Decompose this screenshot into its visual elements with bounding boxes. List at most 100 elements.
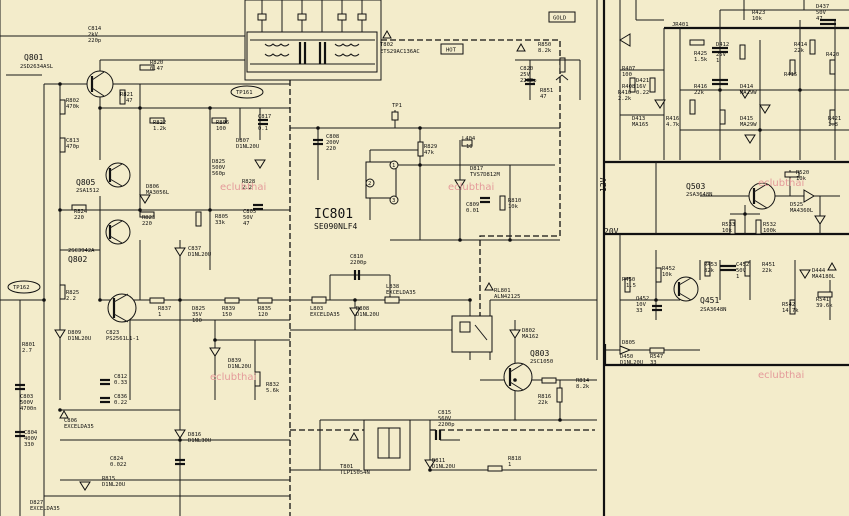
- r839-val: 150: [222, 312, 232, 318]
- d809-ref: D809: [68, 330, 81, 336]
- r541-ref: R541: [816, 297, 829, 303]
- r532-ref: R532: [763, 222, 776, 228]
- r839-ref: R839: [222, 306, 235, 312]
- l404-ref: L404: [462, 136, 476, 142]
- right-top-wiring: [619, 0, 849, 160]
- r416b-ref: R416: [666, 116, 679, 122]
- q503-part: 2SA3648N: [686, 192, 713, 198]
- right-mid-wiring: [655, 162, 840, 235]
- r801-ref: R801: [22, 342, 35, 348]
- d421-v: 16V: [636, 84, 647, 90]
- c836-val: 0.22: [114, 400, 127, 406]
- r806-val: 100: [216, 126, 226, 132]
- r815-part: D1NL20U: [102, 482, 125, 488]
- r815-ref: R815: [102, 476, 115, 482]
- watermark: eclubthai: [448, 182, 494, 193]
- r520-val: 10k: [796, 176, 807, 182]
- c824-val: 0.022: [110, 462, 127, 468]
- l838-ref: L838: [386, 284, 399, 290]
- r805-ref: R805: [215, 214, 228, 220]
- d413-part: MA165: [632, 122, 649, 128]
- r810-val: 10k: [508, 204, 519, 210]
- r818-ref: R818: [508, 456, 521, 462]
- c808-v: 200V: [326, 140, 340, 146]
- c820-val: 2200p: [520, 78, 537, 84]
- d805-ref: D805: [622, 340, 635, 346]
- q802-ref: Q802: [68, 255, 87, 264]
- d414-ref: D414: [740, 84, 754, 90]
- r851-ref: R851: [540, 88, 553, 94]
- t802-part: ETS29AC136AC: [380, 49, 420, 55]
- r541-val: 39.6k: [816, 303, 833, 309]
- c820-v: 25V: [520, 72, 531, 78]
- r421-ref: R421: [828, 116, 841, 122]
- r802-val: 470k: [66, 104, 80, 110]
- r452-ref: R452: [662, 266, 675, 272]
- r832-val: 5.6k: [266, 388, 280, 394]
- r532-val: 100k: [763, 228, 777, 234]
- c812-ref: C812: [114, 374, 127, 380]
- r805-val: 33k: [215, 220, 226, 226]
- r835-ref: R835: [258, 306, 271, 312]
- r816-val: 22k: [538, 400, 549, 406]
- tp1-label: TP1: [392, 103, 402, 109]
- q452-val: 33: [636, 308, 643, 314]
- c804-ref: C804: [24, 430, 38, 436]
- l803-ref: L803: [310, 306, 323, 312]
- c837-part: D1NL20U: [188, 252, 211, 258]
- c817-ref: C817: [258, 114, 271, 120]
- c812-val: 0.33: [114, 380, 127, 386]
- d811-part: D1NL20U: [432, 464, 455, 470]
- t802-ref: T802: [380, 42, 393, 48]
- ic801-chip: 1 2 3: [365, 160, 399, 205]
- q802-transistor: [105, 219, 131, 245]
- ic801-pin-1: 1: [392, 163, 395, 169]
- watermark: eclubthai: [758, 178, 804, 189]
- d816-part: D1NL30U: [188, 438, 211, 444]
- r824-ref: R824: [74, 209, 88, 215]
- q503-ref: Q503: [686, 182, 705, 191]
- r810-ref: R810: [508, 198, 521, 204]
- c837-ref: C837: [188, 246, 201, 252]
- q452-ref: Q452: [636, 296, 649, 302]
- r820-val: 0.47: [150, 66, 163, 72]
- right-low-wiring: [603, 234, 837, 365]
- watermark: eclubthai: [220, 182, 266, 193]
- c806-ref: C806: [64, 418, 77, 424]
- r547-val: 33: [650, 360, 657, 366]
- top-connector-pins: [257, 0, 367, 32]
- ic801-part: SE090NLF4: [314, 222, 358, 231]
- q805-transistor: [105, 162, 131, 188]
- c805-v: 50V: [243, 215, 254, 221]
- rail-12v-label: 12V: [599, 177, 608, 192]
- r414-ref: R414: [794, 42, 808, 48]
- q801-part: 2SD2634ASL: [20, 64, 54, 70]
- r414-val: 22k: [794, 48, 805, 54]
- d802-ref: D802: [522, 328, 535, 334]
- d421-val: 0.22: [636, 90, 649, 96]
- c823-optocoupler: [107, 293, 137, 323]
- d825-val: 560p: [212, 171, 225, 177]
- tp161-label: TP161: [236, 90, 253, 96]
- r416-ref: R416: [694, 84, 707, 90]
- hot-tag-box: [440, 43, 464, 55]
- c813-val: 470p: [66, 144, 79, 150]
- r423-ref: R423: [752, 10, 765, 16]
- r547-ref: R547: [650, 354, 663, 360]
- l404-val: 10: [466, 144, 473, 150]
- r801-val: 2.7: [22, 348, 32, 354]
- r407-ref: R407: [622, 66, 635, 72]
- d827-part: EXCELDA35: [30, 506, 60, 512]
- c803-val: 4700n: [20, 406, 37, 412]
- c814-ref: C814: [88, 26, 102, 32]
- d412-val: 1: [716, 58, 719, 64]
- c452-ref: C452: [736, 262, 749, 268]
- t801-part: TLP15054N: [340, 470, 370, 476]
- q803-transistor: [503, 362, 533, 392]
- r802-ref: R802: [66, 98, 79, 104]
- r451-val: 22k: [762, 268, 773, 274]
- d421-ref: D421: [636, 78, 649, 84]
- c823-ref: C823: [106, 330, 119, 336]
- d839-ref: D839: [228, 358, 241, 364]
